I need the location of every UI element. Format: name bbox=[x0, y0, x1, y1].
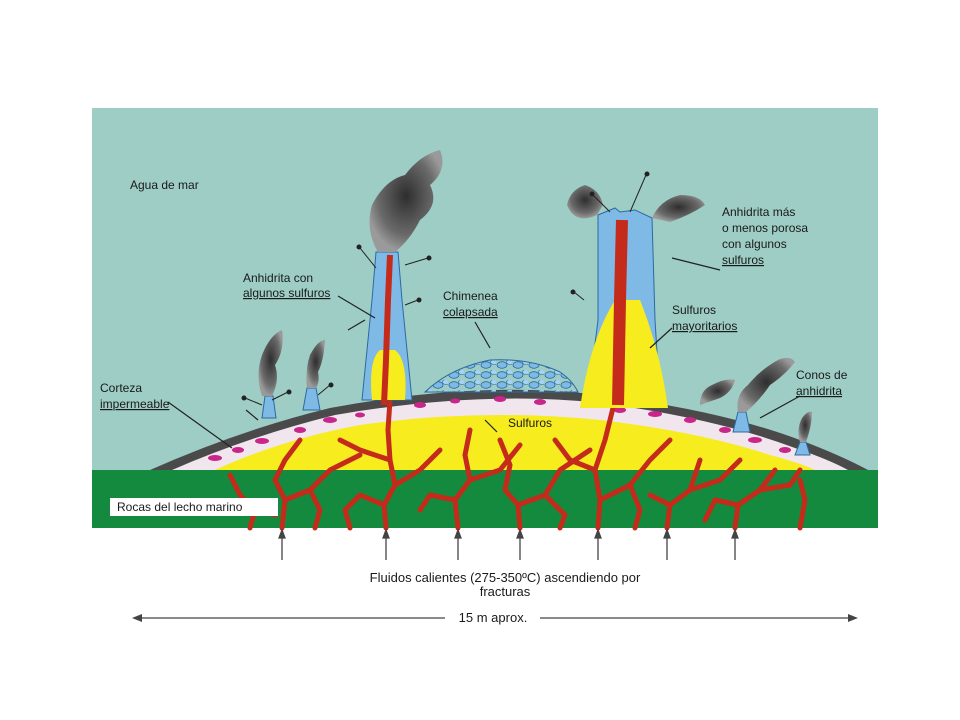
label-fluidos-l2: fracturas bbox=[480, 584, 531, 599]
label-sulfuros-may-l2: mayoritarios bbox=[672, 319, 737, 333]
leader-lines bbox=[167, 257, 801, 449]
sulfide-inclusions bbox=[208, 396, 791, 461]
label-corteza-l1: Corteza bbox=[100, 381, 142, 395]
fluid-input-arrows bbox=[278, 528, 739, 560]
label-anhidrita-sulfuros-l2: algunos sulfuros bbox=[243, 286, 330, 300]
smoke-plumes bbox=[258, 150, 812, 442]
label-rocas: Rocas del lecho marino bbox=[117, 500, 243, 514]
label-anhidrita-porosa-l1: Anhidrita más bbox=[722, 205, 795, 219]
label-anhidrita-sulfuros-l1: Anhidrita con bbox=[243, 271, 313, 285]
label-fluidos-l1: Fluidos calientes (275-350ºC) ascendiend… bbox=[370, 570, 641, 585]
label-conos-l1: Conos de bbox=[796, 368, 848, 382]
label-escala: 15 m aprox. bbox=[459, 610, 528, 625]
small-cone-left-1 bbox=[261, 395, 277, 419]
label-anhidrita-porosa-l4: sulfuros bbox=[722, 253, 764, 267]
label-sulfuros-may-l1: Sulfuros bbox=[672, 303, 716, 317]
label-anhidrita-porosa-l3: con algunos bbox=[722, 237, 787, 251]
sulfide-body bbox=[215, 415, 815, 470]
label-chimenea-l2: colapsada bbox=[443, 305, 498, 319]
label-sulfuros: Sulfuros bbox=[508, 416, 552, 430]
anhydrite-chimney-right bbox=[580, 207, 668, 408]
rocas-label-box bbox=[110, 498, 278, 516]
label-chimenea-l1: Chimenea bbox=[443, 289, 498, 303]
label-conos-l2: anhidrita bbox=[796, 384, 842, 398]
outflow-arrows bbox=[241, 171, 650, 406]
label-anhidrita-porosa-l2: o menos porosa bbox=[722, 221, 808, 235]
label-agua-de-mar: Agua de mar bbox=[130, 178, 199, 192]
anhydrite-chimney-left bbox=[361, 251, 413, 406]
scale-bar bbox=[132, 614, 858, 622]
label-corteza-l2: impermeable bbox=[100, 397, 170, 411]
collapsed-chimney bbox=[423, 359, 579, 393]
